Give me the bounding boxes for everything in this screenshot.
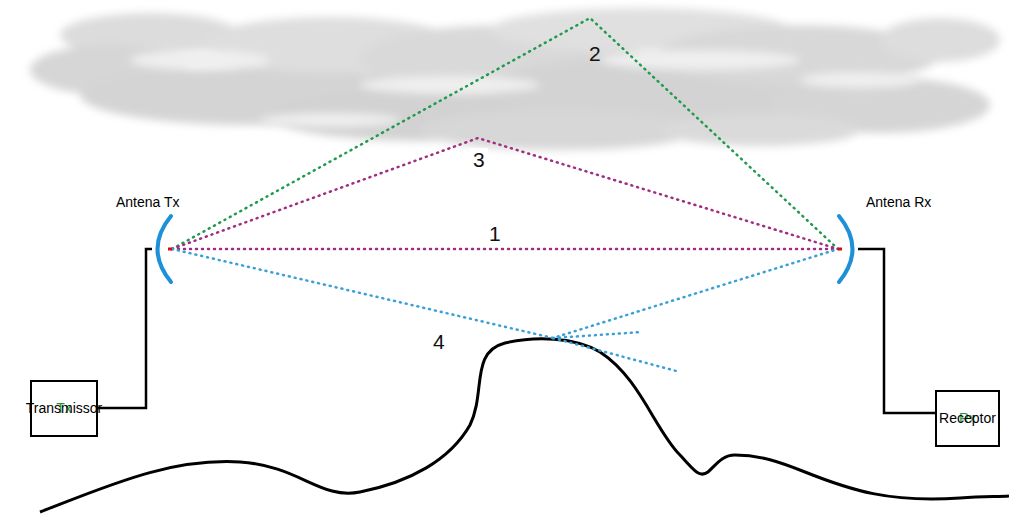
box-caption: Transmissor — [26, 400, 103, 416]
box-caption: Receptor — [939, 410, 996, 426]
terrain-line — [40, 339, 1009, 512]
antenna-label: Antena Rx — [866, 194, 931, 210]
propagation-path — [172, 138, 838, 249]
antenna: Antena Rx — [838, 216, 858, 282]
dish-reflector — [838, 216, 858, 282]
feed-point — [838, 248, 842, 251]
propagation-path — [172, 249, 838, 338]
antenna-label: Antena Tx — [116, 194, 180, 210]
callout-number: 4 — [430, 330, 448, 353]
feed-point — [168, 248, 172, 251]
dish-arc — [158, 216, 172, 282]
dish-arc — [839, 216, 853, 282]
propagation-path — [172, 18, 838, 249]
transmitter-box: TxTransmissor — [30, 380, 98, 437]
propagation-path — [172, 248, 838, 251]
callout-number: 3 — [470, 148, 488, 171]
receiver-box: RxReceptor — [935, 390, 1000, 447]
scatter-rays — [553, 332, 680, 372]
cloud — [30, 8, 1000, 150]
antenna-feed-line — [98, 249, 152, 408]
callout-number: 2 — [586, 42, 604, 65]
antenna: Antena Tx — [152, 216, 172, 282]
dish-reflector — [152, 216, 172, 282]
callout-number: 1 — [486, 222, 504, 245]
antenna-feed-line — [858, 249, 935, 413]
cloud-highlights — [130, 50, 920, 127]
